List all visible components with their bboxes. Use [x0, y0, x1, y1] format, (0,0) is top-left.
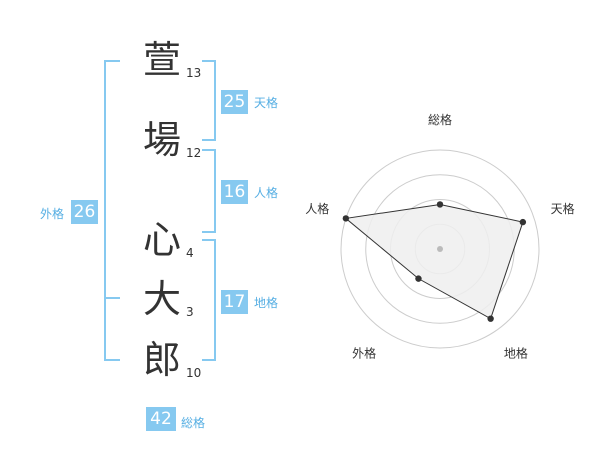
- chikaku-label: 地格: [254, 296, 279, 310]
- stroke-count-4: 3: [186, 305, 194, 319]
- radar-axis-label-4: 外格: [352, 345, 376, 360]
- stroke-count-5: 10: [186, 366, 202, 380]
- radar-point-4: [415, 275, 422, 282]
- radar-series-polygon: [344, 203, 524, 320]
- chikaku-value: 17: [221, 290, 248, 314]
- jinkaku-label: 人格: [254, 186, 279, 200]
- radar-axis-label-5: 人格: [305, 201, 329, 216]
- chikaku-bracket: [202, 239, 216, 361]
- gaikaku-label: 外格: [40, 207, 65, 221]
- name-char-5: 郎: [142, 338, 181, 382]
- name-char-4: 大: [142, 277, 181, 321]
- name-char-3: 心: [142, 218, 181, 262]
- name-char-1: 萱: [142, 38, 181, 82]
- radar-axis-label-2: 天格: [551, 201, 575, 216]
- radar-point-5: [342, 215, 350, 222]
- tenkaku-bracket: [202, 60, 216, 141]
- radar-point-2: [519, 218, 527, 226]
- gaikaku-bracket-mid: [104, 297, 120, 299]
- jinkaku-value: 16: [221, 180, 248, 204]
- radar-axis-label-3: 地格: [504, 345, 528, 360]
- name-char-2: 場: [142, 118, 181, 162]
- radar-point-3: [487, 315, 494, 322]
- stroke-count-2: 12: [186, 146, 202, 160]
- stroke-count-1: 13: [186, 66, 202, 80]
- gaikaku-value: 26: [71, 200, 98, 224]
- radar-center-point: [437, 246, 443, 252]
- tenkaku-label: 天格: [254, 96, 279, 110]
- tenkaku-value: 25: [221, 90, 248, 114]
- radar-point-1: [436, 201, 444, 208]
- jinkaku-bracket: [202, 149, 216, 233]
- soukaku-label: 総格: [181, 416, 206, 430]
- soukaku-value: 42: [146, 407, 176, 431]
- radar-grid-ring-4: [340, 149, 540, 349]
- radar-axis-label-1: 総格: [428, 112, 452, 127]
- stroke-count-3: 4: [186, 246, 194, 260]
- gaikaku-bracket: [104, 60, 120, 361]
